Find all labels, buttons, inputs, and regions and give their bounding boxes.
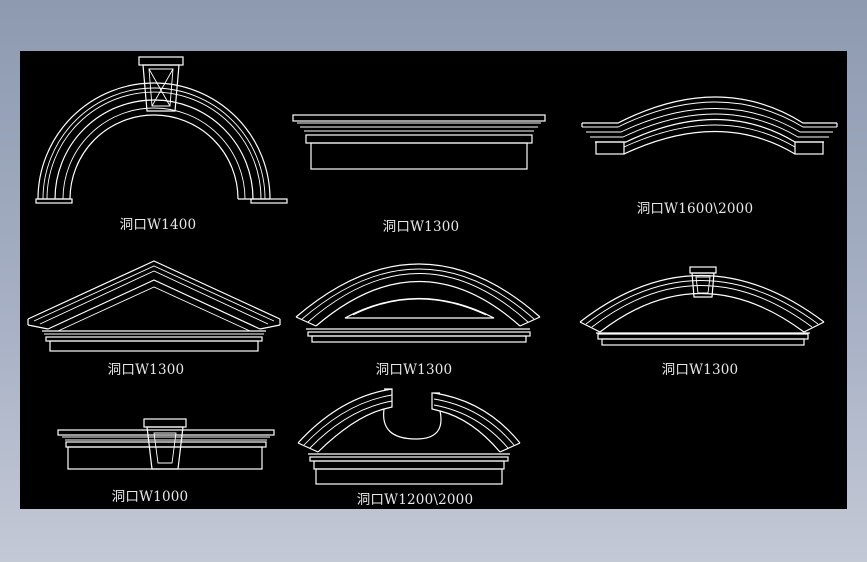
label-triangular-pediment: 洞口W1300 <box>107 362 185 378</box>
triangular-pediment-drawing <box>27 260 281 352</box>
segmental-band-drawing <box>581 96 838 155</box>
label-flat-cornice-keystone: 洞口W1000 <box>111 489 189 505</box>
segmental-pediment-panel-drawing <box>295 263 541 343</box>
semicircle-arch-drawing <box>35 56 288 204</box>
label-segmental-pediment-keystone: 洞口W1300 <box>661 362 739 378</box>
label-segmental-pediment-panel: 洞口W1300 <box>375 362 453 378</box>
label-flat-cornice: 洞口W1300 <box>382 219 460 235</box>
flat-cornice-keystone-drawing <box>57 418 275 470</box>
molding-drawings <box>27 56 838 485</box>
flat-cornice-drawing <box>292 114 546 170</box>
segmental-pediment-keystone-drawing <box>579 266 825 346</box>
broken-pediment-drawing <box>297 388 521 485</box>
label-arch-w1400: 洞口W1400 <box>119 217 197 233</box>
label-segmental-band: 洞口W1600\2000 <box>636 201 754 217</box>
label-broken-pediment: 洞口W1200\2000 <box>356 492 474 508</box>
cad-drawing-canvas[interactable]: 洞口W1400 洞口W1300 洞口W1600\2000 洞口W1300 洞口W… <box>20 51 847 509</box>
